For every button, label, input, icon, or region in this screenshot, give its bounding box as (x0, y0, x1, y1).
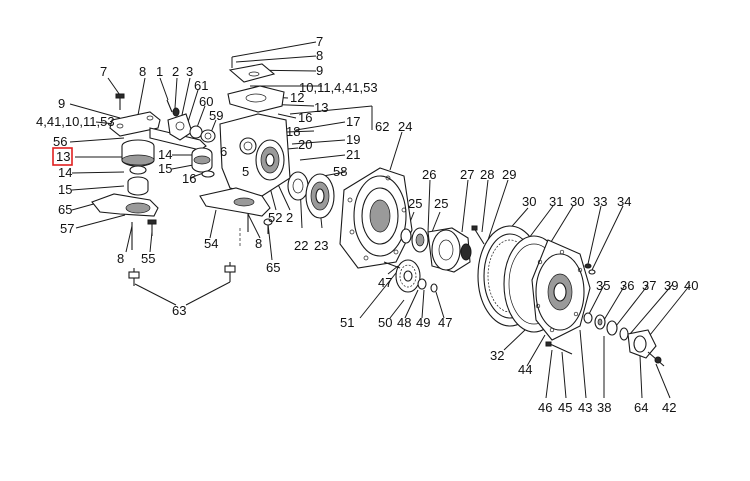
callout-38: 38 (597, 400, 611, 415)
hub-bearing-group (287, 171, 335, 219)
callout-31: 31 (549, 194, 563, 209)
callout-58: 58 (333, 164, 347, 179)
callout-16-mid: 16 (182, 171, 196, 186)
callout-18: 18 (286, 124, 300, 139)
callout-24: 24 (398, 119, 412, 134)
callout-15-mid: 15 (158, 161, 172, 176)
callout-59: 59 (209, 108, 223, 123)
callout-45: 45 (558, 400, 572, 415)
callout-26: 26 (422, 167, 436, 182)
callout-19: 19 (346, 132, 360, 147)
callout-8-left: 8 (139, 64, 146, 79)
callout-30: 30 (522, 194, 536, 209)
callout-4-41-10-11-53: 4,41,10,11,53 (36, 114, 115, 129)
callout-47: 47 (378, 275, 392, 290)
ring-gear-group (477, 225, 596, 355)
left-spring-mount-group (91, 93, 236, 286)
callout-65-left: 65 (58, 202, 72, 217)
callout-48: 48 (397, 315, 411, 330)
callout-64: 64 (634, 400, 648, 415)
callout-30-right: 30 (570, 194, 584, 209)
callout-7: 7 (316, 34, 323, 49)
callout-29: 29 (502, 167, 516, 182)
callout-56: 56 (53, 134, 67, 149)
callout-2-mid: 2 (286, 210, 293, 225)
callout-43: 43 (578, 400, 592, 415)
callout-23: 23 (314, 238, 328, 253)
callout-51: 51 (340, 315, 354, 330)
callout-8-bottom: 8 (117, 251, 124, 266)
callout-8-mid: 8 (255, 236, 262, 251)
callout-22: 22 (294, 238, 308, 253)
callout-39: 39 (664, 278, 678, 293)
callout-13-highlighted: 13 (56, 149, 70, 164)
callout-46: 46 (538, 400, 552, 415)
knuckle-housing (199, 63, 291, 248)
planetary-gear-group (383, 225, 485, 293)
callout-8: 8 (316, 48, 323, 63)
callout-21: 21 (346, 147, 360, 162)
callout-60: 60 (199, 94, 213, 109)
callout-42: 42 (662, 400, 676, 415)
callout-10-11-4-41-53: 10,11,4,41,53 (299, 80, 378, 95)
callout-49: 49 (416, 315, 430, 330)
callout-35: 35 (596, 278, 610, 293)
callout-16: 16 (298, 110, 312, 125)
callout-28: 28 (480, 167, 494, 182)
callout-13: 13 (314, 100, 328, 115)
callout-32: 32 (490, 348, 504, 363)
callout-36: 36 (620, 278, 634, 293)
callout-5: 5 (242, 164, 249, 179)
callout-47-right: 47 (438, 315, 452, 330)
callout-9: 9 (316, 63, 323, 78)
callout-33: 33 (593, 194, 607, 209)
callout-65-mid: 65 (266, 260, 280, 275)
highlight-box (52, 147, 73, 166)
callout-37: 37 (642, 278, 656, 293)
callout-14-mid: 14 (158, 147, 172, 162)
callout-labels: 7 8 9 10,11,4,41,53 12 13 16 17 62 24 18… (36, 34, 698, 415)
callout-57: 57 (60, 221, 74, 236)
callout-14-left: 14 (58, 165, 72, 180)
callout-40: 40 (684, 278, 698, 293)
callout-62: 62 (375, 119, 389, 134)
callout-17: 17 (346, 114, 360, 129)
callout-2: 2 (172, 64, 179, 79)
callout-7-left: 7 (100, 64, 107, 79)
callout-44: 44 (518, 362, 532, 377)
axle-end-group (583, 312, 665, 367)
callout-34: 34 (617, 194, 631, 209)
callout-1: 1 (156, 64, 163, 79)
callout-6: 6 (220, 144, 227, 159)
hub-drum-24 (339, 167, 413, 269)
callout-63: 63 (172, 303, 186, 318)
callout-25-right: 25 (434, 196, 448, 211)
kingpin-parts-group (166, 99, 216, 178)
callout-12: 12 (290, 90, 304, 105)
callout-20: 20 (298, 137, 312, 152)
callout-3: 3 (186, 64, 193, 79)
callout-54: 54 (204, 236, 218, 251)
callout-15-left: 15 (58, 182, 72, 197)
callout-27: 27 (460, 167, 474, 182)
callout-25: 25 (408, 196, 422, 211)
callout-9-left: 9 (58, 96, 65, 111)
callout-52: 52 (268, 210, 282, 225)
callout-50: 50 (378, 315, 392, 330)
callout-55: 55 (141, 251, 155, 266)
callout-61: 61 (194, 78, 208, 93)
